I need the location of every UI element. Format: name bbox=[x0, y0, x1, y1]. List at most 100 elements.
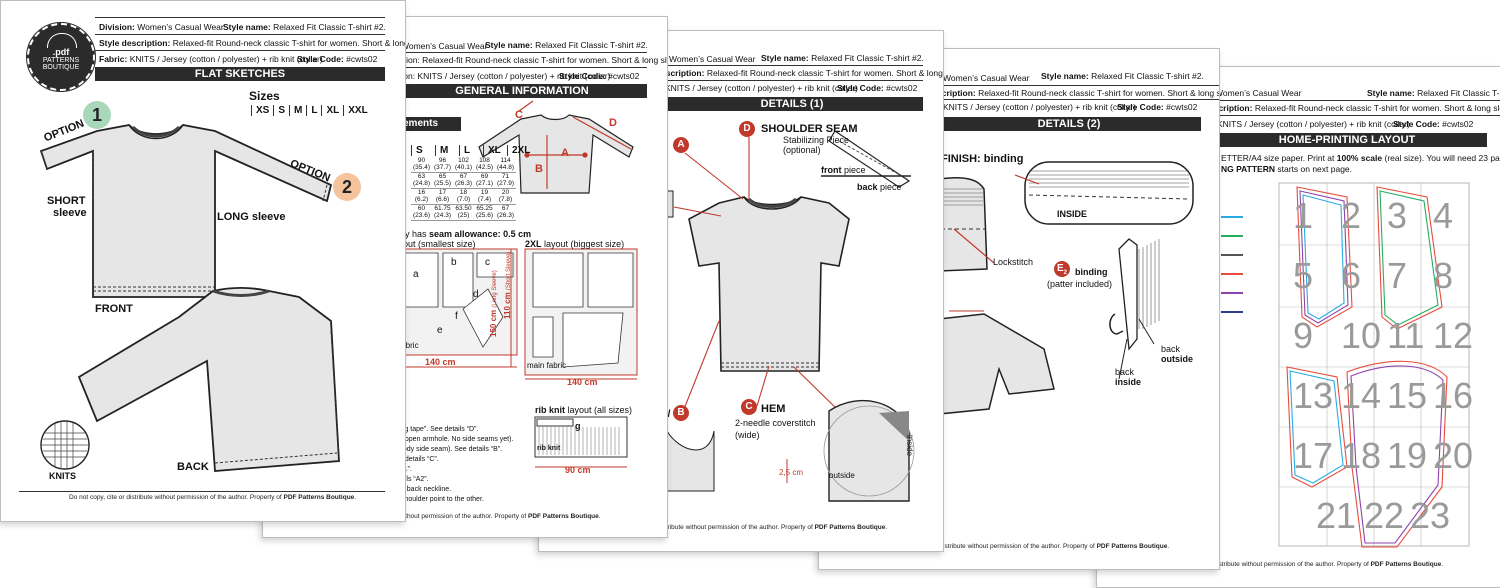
width-140-b: 140 cm bbox=[567, 377, 598, 387]
back-label: BACK bbox=[177, 461, 209, 473]
meas-col-header: L bbox=[459, 145, 484, 156]
flat-sketch-drawing bbox=[39, 124, 340, 472]
footer: istribute without permission of the auth… bbox=[1217, 561, 1444, 568]
meas-cell: 20 (7.8) bbox=[498, 189, 513, 203]
tile-page-number: 7 bbox=[1387, 255, 1408, 296]
page-title: FLAT SKETCHES bbox=[95, 67, 385, 81]
size-l: L bbox=[306, 105, 322, 116]
note-line: body side seam). See details “B”. bbox=[399, 446, 503, 453]
note-line: ing tape”. See details “D”. bbox=[399, 426, 479, 433]
option-1-badge: 1 bbox=[83, 101, 111, 129]
detail-a-badge: A bbox=[673, 137, 689, 153]
header-fabric: tion: KNITS / Jersey (cotton / polyester… bbox=[399, 71, 611, 81]
meas-cell: 16 (6.2) bbox=[414, 189, 429, 203]
tile-page-number: 2 bbox=[1341, 195, 1362, 236]
tile-page-number: 22 bbox=[1364, 495, 1405, 536]
meas-cell: 19 (7.4) bbox=[477, 189, 492, 203]
tile-page-number: 14 bbox=[1341, 375, 1382, 416]
lockstitch-label: Lockstitch bbox=[993, 257, 1034, 267]
meas-cell: 96 (37.7) bbox=[434, 157, 451, 171]
size-xs: XS bbox=[250, 105, 274, 116]
layout-grid-drawing bbox=[1221, 182, 1470, 548]
header-style-name: Style name: Relaxed Fit Classic T-shirt … bbox=[761, 53, 924, 63]
meas-cell: 61.75 (24.3) bbox=[434, 205, 451, 219]
tile-page-number: 6 bbox=[1341, 255, 1362, 296]
note-line: to back neckline. bbox=[399, 486, 452, 493]
rib-knit-layout-label: rib knit layout (all sizes) bbox=[535, 405, 633, 415]
tile-page-number: 3 bbox=[1387, 195, 1408, 236]
long-sleeve-label: LONG sleeve bbox=[217, 211, 286, 223]
width-140-a: 140 cm bbox=[425, 357, 456, 367]
footer: istribute without permission of the auth… bbox=[661, 524, 888, 531]
tile-page-number: 23 bbox=[1410, 495, 1451, 536]
tile-page-number: 10 bbox=[1341, 315, 1382, 356]
piece-g: g bbox=[575, 421, 581, 431]
header-fabric: Fabric: KNITS / Jersey (cotton / polyest… bbox=[99, 54, 323, 64]
measurements-header: ements bbox=[397, 117, 461, 131]
header-desc: Style description: Relaxed-fit Round-nec… bbox=[99, 38, 405, 48]
meas-cell: 69 (27.1) bbox=[476, 173, 493, 187]
meas-col-header: 2XL bbox=[507, 145, 535, 156]
piece-f: f bbox=[455, 311, 458, 322]
tile-page-number: 12 bbox=[1433, 315, 1474, 356]
piece-c: c bbox=[485, 257, 490, 268]
dim-c: C bbox=[515, 109, 523, 121]
piece-b: b bbox=[451, 257, 457, 268]
meas-row: 16 (6.2)17 (6.6)18 (7.0)19 (7.4)20 (7.8) bbox=[411, 189, 516, 205]
meas-cell: 65 (25.5) bbox=[434, 173, 451, 187]
piece-d: d bbox=[473, 289, 479, 300]
tile-page-number: 1 bbox=[1293, 195, 1314, 236]
header-style-code: Style Code: #cwts02 bbox=[1117, 102, 1198, 112]
detail-d-badge: D bbox=[739, 121, 755, 137]
print-instruction: ETTER/A4 size paper. Print at 100% scale… bbox=[1221, 153, 1500, 163]
seam-allowance-note: y has seam allowance: 0.5 cm bbox=[405, 229, 532, 239]
piece-e: e bbox=[437, 325, 443, 336]
note-line: e details “C”. bbox=[399, 456, 439, 463]
meas-col-header: XL bbox=[483, 145, 508, 156]
measurement-rows: 90 (35.4)96 (37.7)102 (40.1)108 (42.5)11… bbox=[411, 157, 516, 221]
stabilizing-piece-label: Stabilizing Piece bbox=[783, 135, 850, 145]
header-desc: scription: Relaxed-fit Round-neck classi… bbox=[937, 88, 1219, 98]
tile-page-number: 15 bbox=[1387, 375, 1428, 416]
tile-page-number: 9 bbox=[1293, 315, 1314, 356]
meas-cell: 18 (7.0) bbox=[456, 189, 471, 203]
general-info-drawing bbox=[396, 100, 638, 468]
rib-knit-small-label: rib knit bbox=[537, 445, 561, 452]
tile-page-number: 17 bbox=[1293, 435, 1334, 476]
option-2-badge: 2 bbox=[333, 173, 361, 201]
binding-label: binding bbox=[1075, 267, 1108, 277]
meas-cell: 67 (26.3) bbox=[455, 173, 472, 187]
header-desc: escription: Relaxed-fit Round-neck class… bbox=[1209, 103, 1500, 113]
hem-label: HEM bbox=[761, 403, 786, 415]
page-title: GENERAL INFORMATION bbox=[397, 84, 647, 98]
footer: istribute without permission of the auth… bbox=[943, 543, 1170, 550]
length-110: 110 cm (Short Sleeve) bbox=[503, 251, 512, 319]
tile-page-number: 13 bbox=[1293, 375, 1334, 416]
header-style-code: Style Code: #cwts02 bbox=[559, 71, 640, 81]
meas-col-header: S bbox=[411, 145, 436, 156]
header-division: Women’s Casual Wear bbox=[669, 54, 756, 64]
size-m: M bbox=[289, 105, 307, 116]
header-division: Women’s Casual Wear bbox=[1215, 88, 1302, 98]
optional-label: (optional) bbox=[783, 145, 821, 155]
header-style-name: Style name: Relaxed Fit Classic T-shirt … bbox=[1041, 71, 1204, 81]
meas-cell: 90 (35.4) bbox=[413, 157, 430, 171]
header-fabric: KNITS / Jersey (cotton / polyester) + ri… bbox=[665, 83, 858, 93]
header-style-name: Style name: Relaxed Fit Classic T-shirt … bbox=[223, 22, 386, 32]
note-line: o open armhole. No side seams yet). bbox=[399, 436, 514, 443]
details-2-drawing bbox=[938, 161, 1194, 415]
sewing-notes: ing tape”. See details “D”. o open armhol… bbox=[399, 425, 513, 505]
meas-cell: 63 (24.8) bbox=[413, 173, 430, 187]
dim-d: D bbox=[609, 117, 617, 129]
note-line: A1”. bbox=[399, 465, 513, 475]
meas-row: 60 (23.6)61.75 (24.3)63.50 (25)65.25 (25… bbox=[411, 205, 516, 221]
fabric-label: fabric bbox=[399, 341, 419, 350]
detail-c-badge: C bbox=[741, 399, 757, 415]
knits-label: KNITS bbox=[49, 471, 76, 481]
note-line: /shoulder point to the other. bbox=[399, 496, 484, 503]
dim-b: B bbox=[535, 163, 543, 175]
tile-page-number: 16 bbox=[1433, 375, 1474, 416]
meas-cell: 67 (26.3) bbox=[497, 205, 514, 219]
